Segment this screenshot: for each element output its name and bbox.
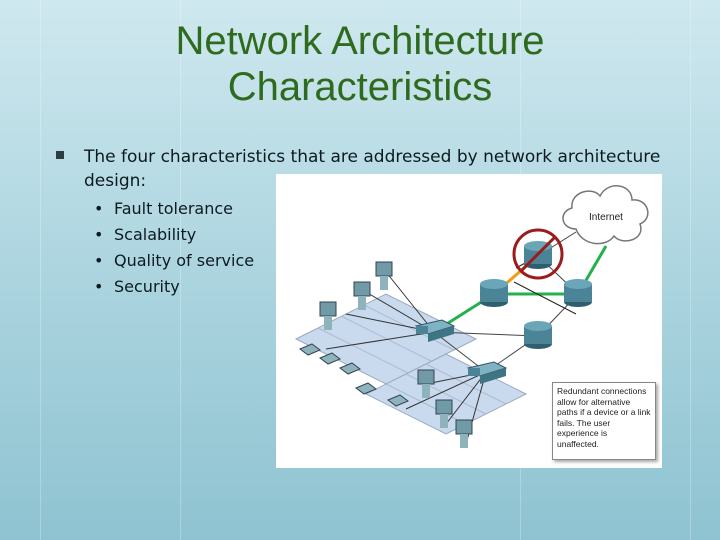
square-bullet-icon (56, 151, 64, 159)
switch-upper (414, 319, 456, 342)
internet-cloud-label: Internet (589, 212, 623, 223)
ip-phone (299, 343, 321, 356)
pc-workstation (319, 301, 337, 330)
sub-bullet-label: Fault tolerance (114, 199, 233, 218)
pc-workstation (417, 369, 435, 398)
title-line-1: Network Architecture (175, 19, 545, 63)
pc-workstation (435, 399, 453, 428)
router-left (480, 279, 508, 307)
sub-bullet-label: Scalability (114, 225, 197, 244)
main-bullet-text: The four characteristics that are addres… (84, 147, 661, 191)
failed-router-marker (512, 228, 564, 280)
sub-bullet-item: • Scalability (94, 222, 254, 248)
ip-phone (387, 394, 409, 407)
failed-router-slash (520, 236, 556, 272)
dot-bullet-icon: • (94, 251, 104, 270)
router-right (564, 279, 592, 307)
title-line-2: Characteristics (227, 65, 493, 109)
dot-bullet-icon: • (94, 199, 104, 218)
pc-workstation (353, 281, 371, 310)
network-diagram-svg: Internet (294, 185, 649, 448)
sub-bullet-item: • Security (94, 274, 254, 300)
slide-title: Network Architecture Characteristics (0, 18, 720, 110)
sub-bullet-item: • Fault tolerance (94, 196, 254, 222)
internet-cloud: Internet (562, 185, 649, 245)
sub-bullet-item: • Quality of service (94, 248, 254, 274)
dot-bullet-icon: • (94, 277, 104, 296)
callout-box: Redundant connections allow for alternat… (552, 382, 656, 460)
router-bottom (524, 321, 552, 349)
ip-phone (339, 362, 361, 375)
switch-lower (466, 361, 508, 384)
sub-bullet-label: Security (114, 277, 180, 296)
sub-bullet-label: Quality of service (114, 251, 255, 270)
pc-workstation (455, 419, 473, 448)
dot-bullet-icon: • (94, 225, 104, 244)
pc-workstation (375, 261, 393, 290)
ip-phone (355, 382, 377, 395)
sub-bullet-list: • Fault tolerance • Scalability • Quality o… (94, 196, 254, 300)
ip-phone (319, 352, 341, 365)
